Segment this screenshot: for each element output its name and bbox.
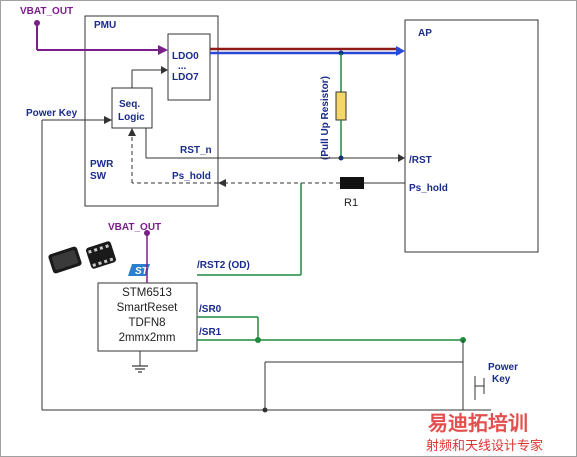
sr1-label: /SR1 bbox=[199, 327, 222, 338]
sw-label: SW bbox=[90, 171, 107, 182]
rst-n-label: RST_n bbox=[180, 145, 212, 156]
watermark-main: 易迪拓培训 bbox=[428, 411, 528, 435]
ic-package-icon bbox=[48, 246, 82, 274]
sr0-label: /SR0 bbox=[199, 304, 222, 315]
pullup-resistor-icon bbox=[335, 91, 347, 121]
pmu-title: PMU bbox=[94, 20, 116, 31]
rst-arrow bbox=[398, 154, 405, 162]
st-logo-icon: ST bbox=[128, 264, 150, 277]
ap-title: AP bbox=[418, 28, 432, 39]
sr-junction-node bbox=[255, 337, 261, 343]
pwr-label: PWR bbox=[90, 159, 114, 170]
ps-hold-arrow-pmu bbox=[218, 179, 226, 187]
chip-line4: 2mmx2mm bbox=[119, 332, 176, 344]
ic-package-icon bbox=[86, 241, 116, 269]
seq-logic-line2: Logic bbox=[118, 112, 145, 123]
ldo0-label: LDO0 bbox=[172, 51, 199, 62]
bottom-junction-node bbox=[262, 407, 268, 413]
vbat-out-top-label: VBAT_OUT bbox=[20, 6, 73, 17]
power-key-right-label-2: Key bbox=[492, 374, 511, 385]
ldo-block bbox=[167, 33, 211, 101]
rst2-label: /RST2 (OD) bbox=[197, 260, 250, 271]
ps-hold-arrow-seq bbox=[128, 128, 136, 136]
ldo7-label: LDO7 bbox=[172, 72, 199, 83]
vbat-arrow bbox=[158, 45, 168, 55]
seq-to-ldo-arrow bbox=[161, 66, 168, 74]
chip-line3: TDFN8 bbox=[128, 317, 165, 329]
ap-block bbox=[404, 19, 539, 253]
r1-label: R1 bbox=[344, 197, 358, 209]
power-key-left-label: Power Key bbox=[26, 108, 78, 119]
ldo-dots-label: ... bbox=[178, 61, 187, 72]
ldo-bus-arrow bbox=[396, 46, 405, 56]
watermark-sub: 射频和天线设计专家 bbox=[426, 438, 543, 454]
power-key-arrow bbox=[104, 116, 112, 124]
chip-line1: STM6513 bbox=[122, 287, 172, 299]
ps-hold-pmu-label: Ps_hold bbox=[172, 171, 211, 182]
ground-icon bbox=[132, 351, 148, 373]
r1-resistor-icon bbox=[340, 177, 364, 189]
seq-logic-line1: Seq. bbox=[119, 99, 140, 110]
chip-line2: SmartReset bbox=[117, 302, 179, 314]
svg-text:ST: ST bbox=[135, 266, 149, 277]
ps-hold-ap-label: Ps_hold bbox=[409, 183, 448, 194]
power-key-right-label-1: Power bbox=[488, 362, 518, 373]
push-switch-icon bbox=[462, 376, 485, 400]
rst-ap-label: /RST bbox=[409, 155, 432, 166]
vbat-out-chip-label: VBAT_OUT bbox=[108, 222, 161, 233]
pull-up-resistor-label: (Pull Up Resistor) bbox=[320, 76, 331, 160]
